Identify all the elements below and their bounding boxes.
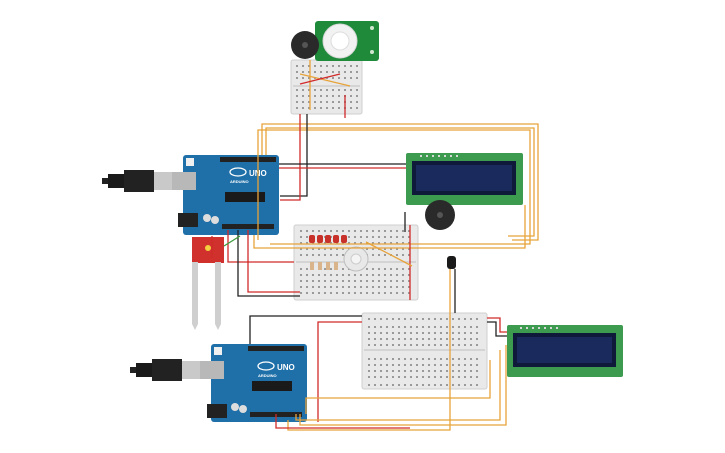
red-led-icon[interactable] <box>309 235 347 243</box>
wires <box>211 60 539 431</box>
breadboard-small[interactable] <box>290 59 363 115</box>
lcd-16x2-icon[interactable] <box>406 153 523 205</box>
lcd-16x2-icon[interactable] <box>507 325 623 377</box>
board-brand-label: ARDUINO <box>230 179 249 184</box>
usb-cable-icon <box>102 170 172 192</box>
temperature-sensor-icon[interactable] <box>447 256 456 269</box>
board-brand-label: ARDUINO <box>258 373 277 378</box>
usb-cable-icon <box>130 359 200 381</box>
arduino-uno-icon[interactable]: UNO ARDUINO <box>198 344 307 422</box>
pir-motion-sensor-icon[interactable] <box>315 21 379 61</box>
arduino-uno-icon[interactable]: UNO ARDUINO <box>170 155 279 235</box>
breadboard-large[interactable] <box>361 312 488 390</box>
board-model-label: UNO <box>277 363 295 372</box>
potentiometer-icon[interactable] <box>343 246 369 272</box>
piezo-buzzer-icon[interactable] <box>291 31 319 59</box>
resistor-icon <box>310 262 338 270</box>
soil-moisture-sensor-icon[interactable] <box>192 237 224 330</box>
piezo-buzzer-icon[interactable] <box>425 200 455 230</box>
